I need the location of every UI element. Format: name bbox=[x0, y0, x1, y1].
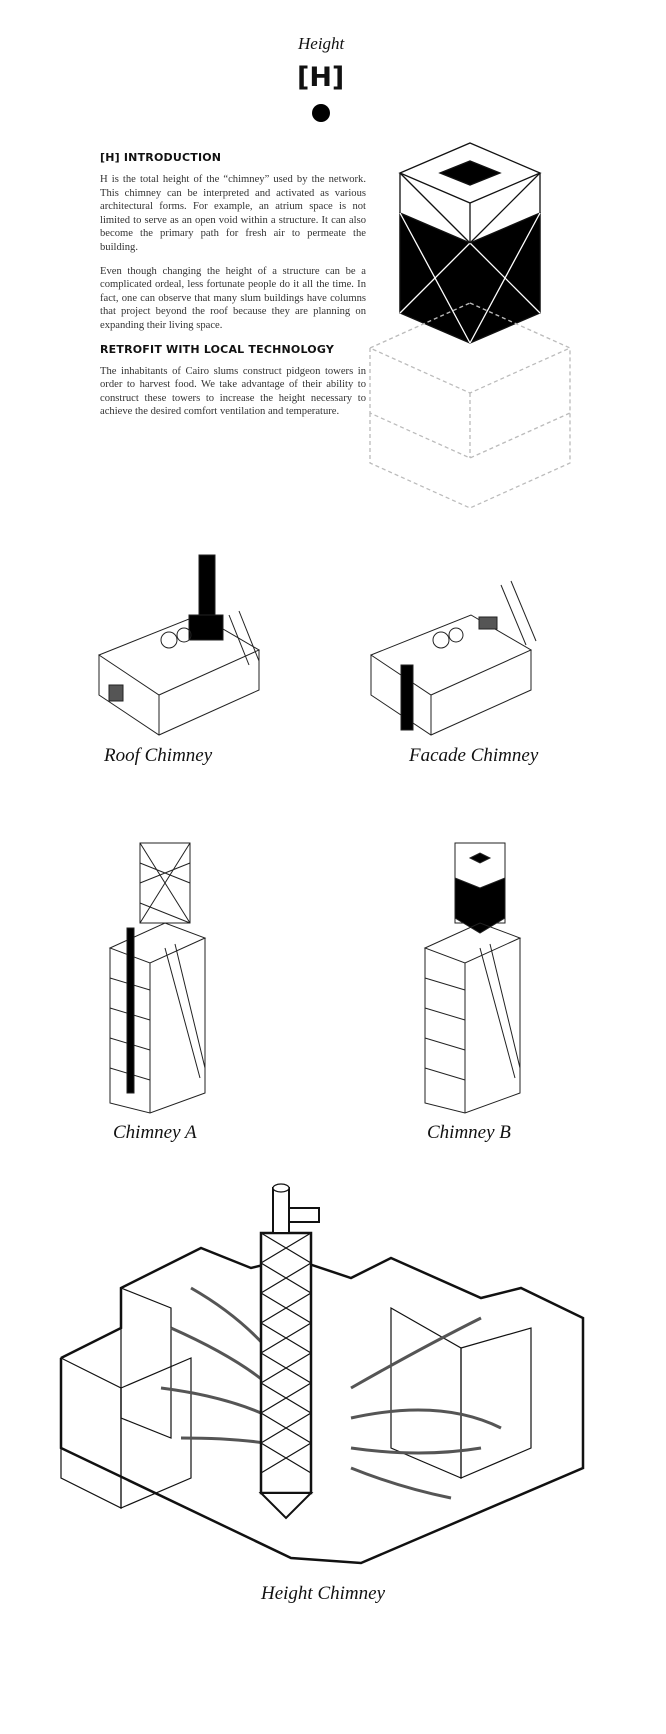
intro-paragraph-2: Even though changing the height of a str… bbox=[100, 265, 366, 331]
caption-chimney-a: Chimney A bbox=[113, 1122, 197, 1143]
retrofit-heading: RETROFIT WITH LOCAL TECHNOLOGY bbox=[100, 342, 334, 356]
chimney-a-diagram bbox=[108, 842, 207, 1114]
caption-roof-chimney: Roof Chimney bbox=[104, 745, 213, 766]
height-chimney-block-diagram bbox=[59, 1183, 585, 1565]
filled-circle-icon bbox=[312, 104, 330, 122]
caption-height-chimney: Height Chimney bbox=[261, 1583, 386, 1604]
facade-chimney-diagram bbox=[369, 580, 537, 736]
intro-paragraph-1: H is the total height of the “chimney” u… bbox=[100, 174, 366, 253]
intro-heading: [H] INTRODUCTION bbox=[100, 151, 222, 164]
tower-axonometric-diagram bbox=[368, 142, 572, 509]
text-column: [H] INTRODUCTION H is the total height o… bbox=[100, 151, 366, 429]
caption-chimney-b: Chimney B bbox=[427, 1122, 511, 1143]
section-title: Height bbox=[298, 34, 345, 53]
retrofit-paragraph: The inhabitants of Cairo slums construct… bbox=[100, 365, 366, 418]
section-code: [H] bbox=[297, 62, 345, 93]
chimney-b-diagram bbox=[423, 842, 522, 1114]
roof-chimney-diagram bbox=[97, 554, 261, 736]
caption-facade-chimney: Facade Chimney bbox=[409, 745, 539, 766]
